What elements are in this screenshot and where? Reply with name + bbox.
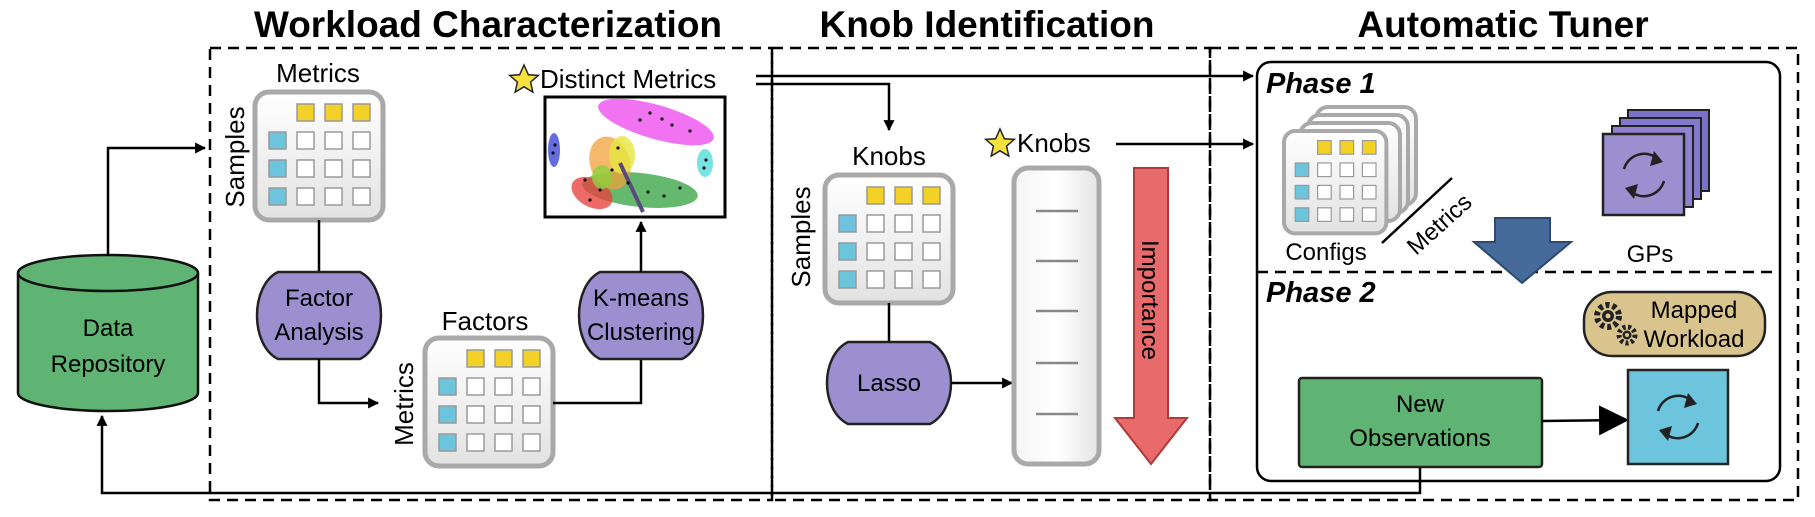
distinct-metrics-label: Distinct Metrics [540, 64, 716, 94]
configs-label: Configs [1285, 239, 1366, 266]
samples-side-label: Samples [220, 106, 250, 207]
data-repository: Data Repository [16, 253, 200, 413]
section-title-knob: Knob Identification [819, 4, 1154, 45]
cluster-yellow [609, 136, 635, 174]
cluster-dark-streak [618, 162, 645, 213]
knob-samples-side-label: Samples [786, 186, 816, 287]
configs-stack [1284, 105, 1418, 233]
samples-metrics-matrix [255, 92, 383, 220]
new-observations-line1: New [1396, 391, 1445, 418]
repository-label-line1: Data [83, 315, 134, 342]
kmeans-line2: Clustering [587, 319, 695, 346]
kmeans-line1: K-means [593, 285, 689, 312]
factor-analysis-line1: Factor [285, 285, 353, 312]
gp-update-box [1626, 368, 1730, 466]
kmeans-block: K-means Clustering [577, 270, 705, 361]
workload-section-frame [208, 46, 774, 502]
knob-samples-matrix [825, 175, 953, 303]
mapped-workload-line1: Mapped [1651, 297, 1738, 324]
metrics-axis-line [1381, 177, 1453, 244]
star-icon [984, 128, 1016, 157]
mapped-workload-badge: Mapped Workload [1582, 290, 1767, 358]
factor-analysis-block: Factor Analysis [255, 270, 383, 361]
repository-to-metrics-arrow [106, 142, 207, 256]
cluster-blue [548, 133, 560, 167]
lasso-label: Lasso [857, 370, 921, 397]
matrix-to-kmeans-line [553, 359, 643, 405]
cluster-lime [592, 165, 612, 189]
observations-to-repository-arrow [96, 414, 1422, 495]
knob-section-frame [770, 46, 1212, 502]
metrics-top-label: Metrics [276, 58, 360, 88]
cluster-points [551, 111, 708, 202]
factors-label: Factors [442, 306, 529, 336]
metrics-side-label: Metrics [389, 362, 419, 446]
metrics-factors-matrix [425, 338, 553, 466]
importance-arrow: Importance [1112, 167, 1190, 466]
cluster-cyan [697, 149, 713, 177]
section-title-workload: Workload Characterization [254, 4, 722, 45]
lasso-block: Lasso [825, 340, 953, 426]
section-title-tuner: Automatic Tuner [1357, 4, 1648, 45]
observations-to-gp-arrow [1541, 405, 1629, 436]
tuner-section-frame [1208, 46, 1800, 502]
gear-icon [1594, 302, 1638, 346]
phase1-label: Phase 1 [1266, 68, 1376, 100]
gps-label: GPs [1627, 241, 1674, 268]
factor-to-matrix-arrow [317, 359, 380, 409]
phase2-label: Phase 2 [1266, 277, 1376, 309]
factor-analysis-line2: Analysis [274, 319, 363, 346]
knob-ranking-bar [1011, 165, 1102, 467]
new-observations-line2: Observations [1349, 425, 1490, 452]
mapped-workload-line2: Workload [1644, 326, 1745, 353]
importance-label: Importance [1136, 240, 1163, 360]
star-icon [508, 64, 540, 93]
repository-label-line2: Repository [51, 351, 166, 378]
new-observations-block: New Observations [1297, 376, 1544, 469]
cylinder-icon [16, 273, 200, 413]
phase-transition-arrow [1471, 217, 1574, 285]
cluster-plot [543, 95, 727, 219]
gp-stack [1601, 109, 1710, 217]
knobs-top-label: Knobs [852, 141, 926, 171]
distinct-metrics-to-knob-arrow [756, 82, 895, 132]
cluster-magenta [598, 98, 714, 146]
knobs-ranked-label: Knobs [1017, 128, 1091, 158]
